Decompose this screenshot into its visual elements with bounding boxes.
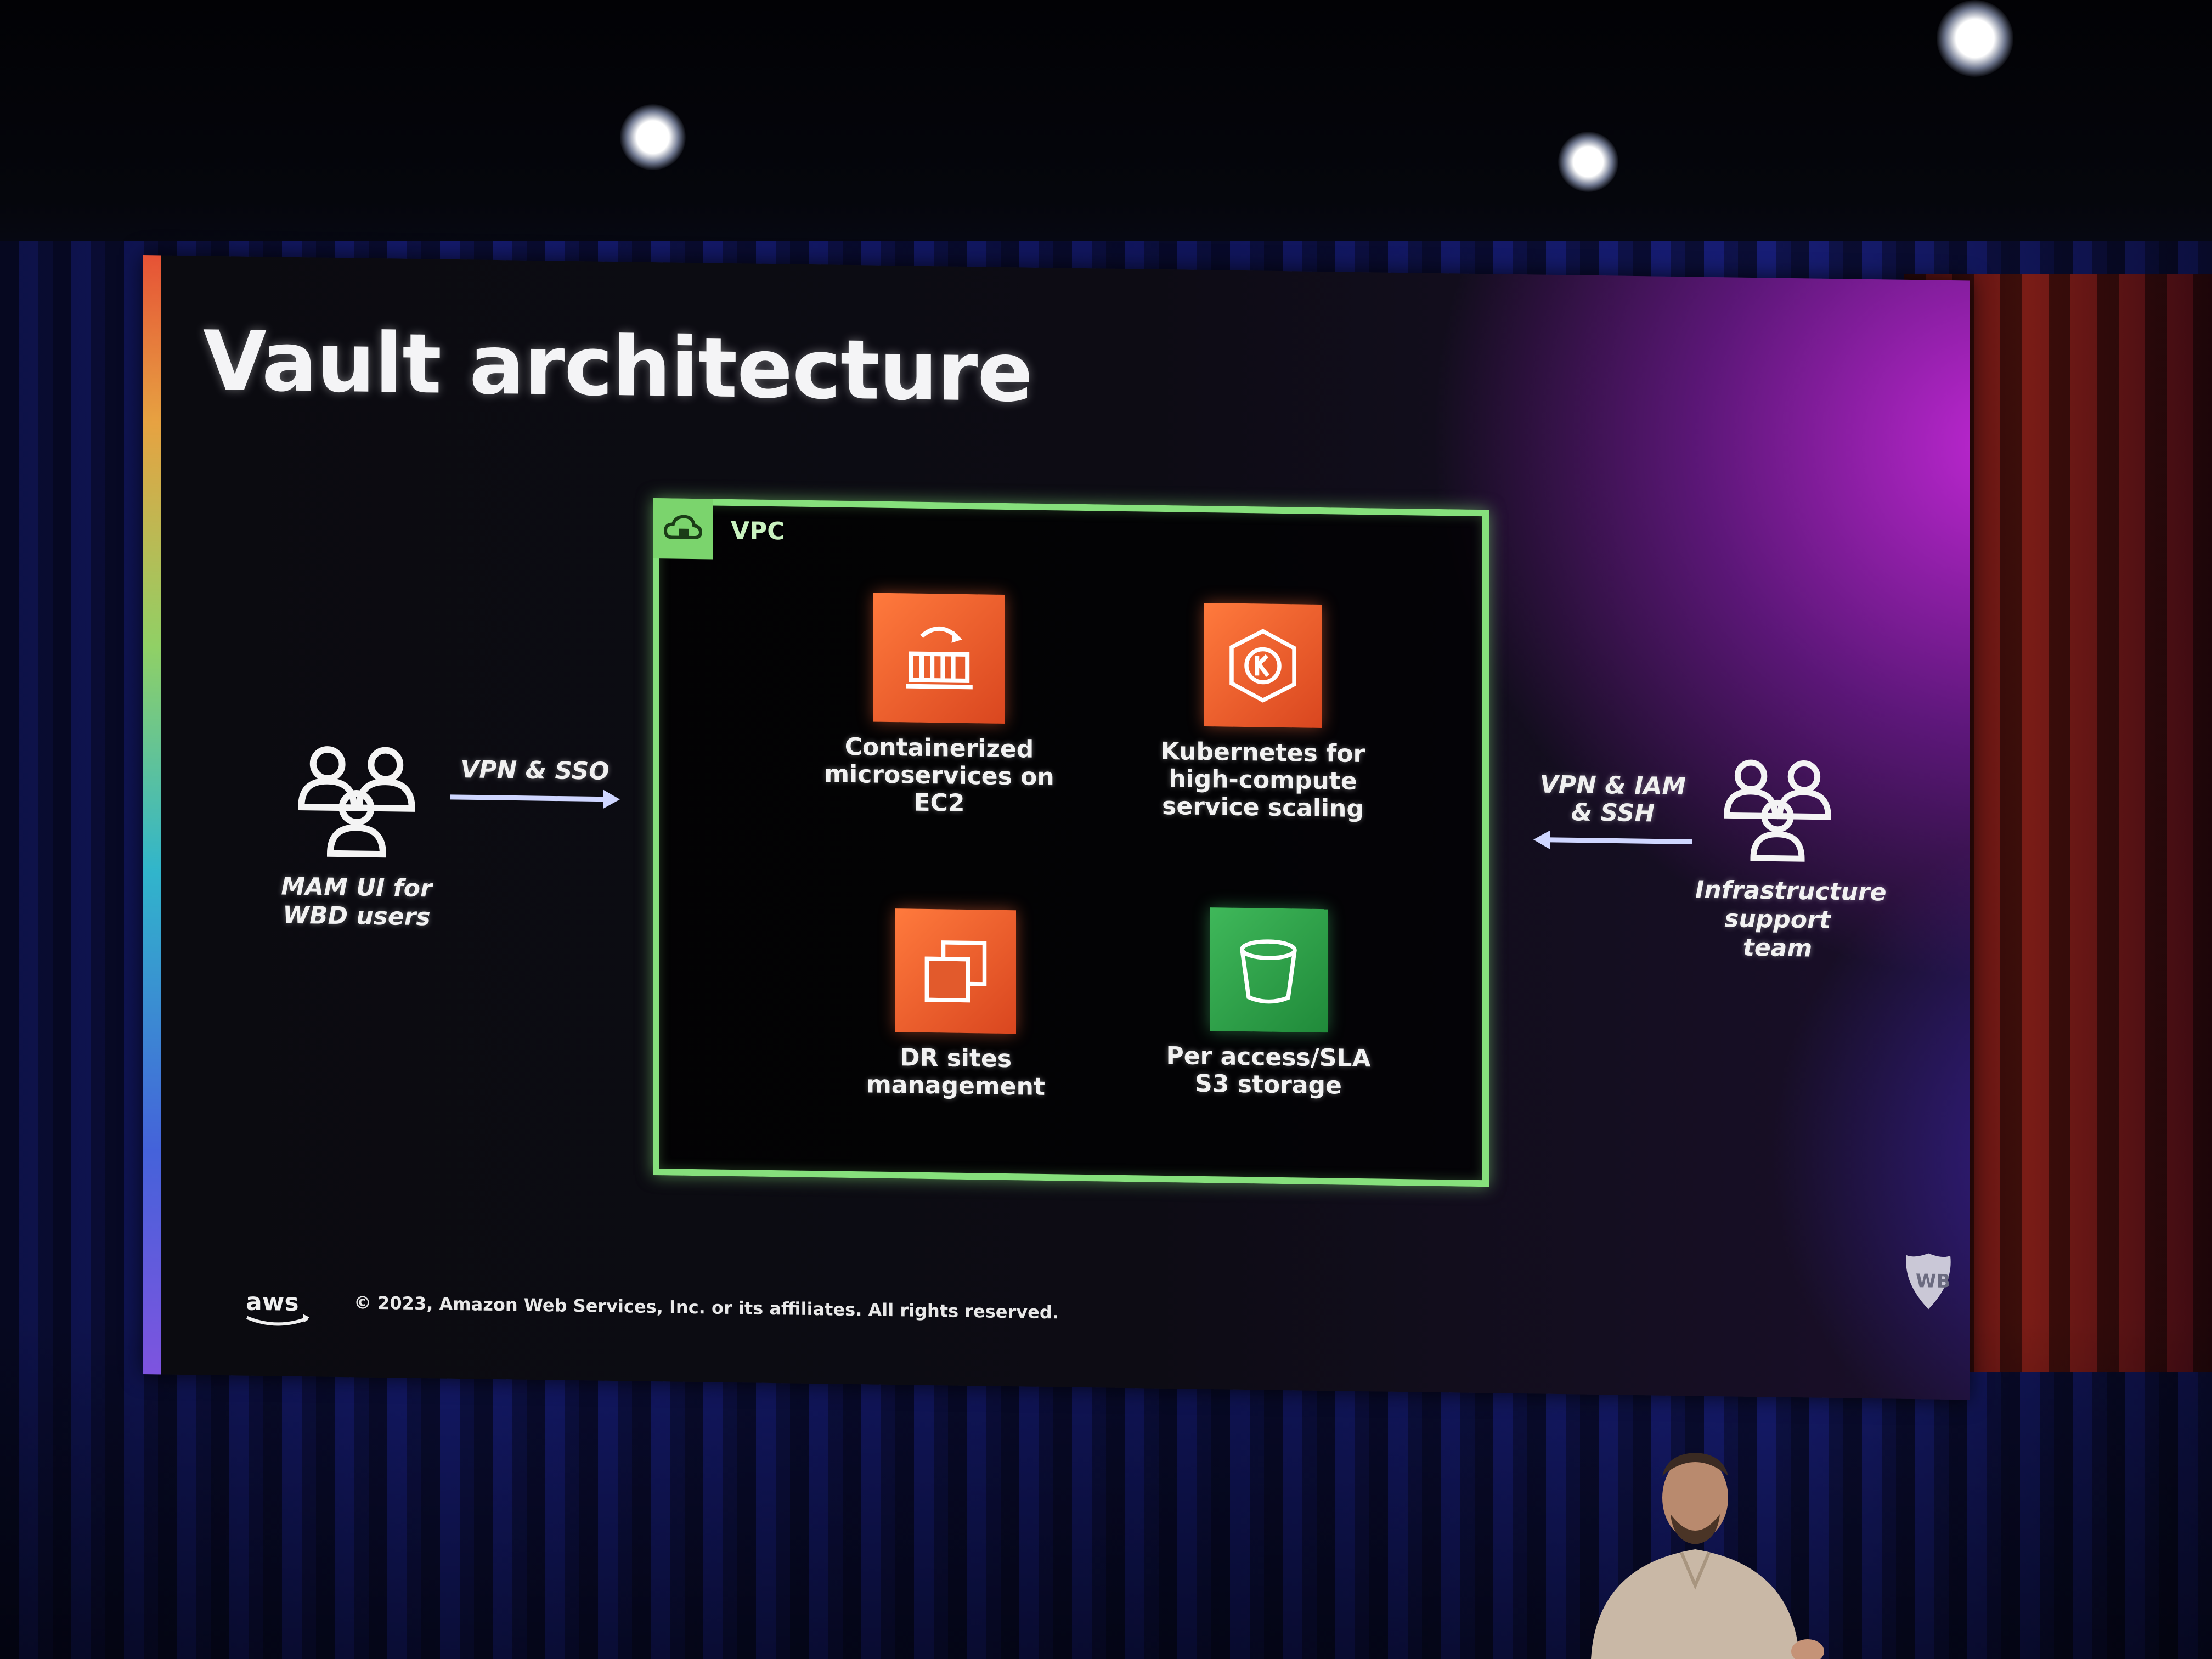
vpc-container: VPC Containerized microservices on EC2: [653, 498, 1489, 1187]
s3-bucket-icon: [1209, 907, 1328, 1033]
stage-ceiling: [0, 0, 2212, 285]
right-actor-label: Infrastructure support team: [1695, 876, 1887, 963]
service-label: DR sites management: [866, 1043, 1045, 1101]
stage-light: [620, 104, 686, 170]
presenter-person: [1591, 1453, 1824, 1659]
right-actor: Infrastructure support team: [1695, 749, 1887, 964]
slide-accent-bar: [143, 255, 161, 1375]
svg-text:WB: WB: [1916, 1270, 1950, 1293]
wb-shield-logo: WB: [1906, 1253, 1951, 1310]
presentation-slide: Vault architecture MAM UI for WBD users …: [143, 255, 1970, 1400]
right-flow-label: VPN & IAM & SSH: [1539, 770, 1686, 828]
service-label: Kubernetes for high-compute service scal…: [1160, 737, 1365, 823]
service-label: Containerized microservices on EC2: [824, 732, 1054, 817]
service-dr-sites: DR sites management: [846, 908, 1065, 1102]
copyright-footer: © 2023, Amazon Web Services, Inc. or its…: [354, 1292, 1059, 1323]
vpc-cloud-badge: [653, 498, 713, 560]
left-flow-label: VPN & SSO: [460, 755, 610, 786]
users-group-icon: [298, 746, 415, 858]
service-label: Per access/SLA S3 storage: [1166, 1042, 1371, 1100]
aws-logo: aws: [246, 1288, 309, 1326]
containers-icon: [873, 592, 1005, 724]
cloud-lock-icon: [663, 515, 703, 540]
arrow-right-icon: [450, 789, 620, 809]
service-s3-storage: Per access/SLA S3 storage: [1148, 907, 1389, 1101]
kubernetes-icon: [1204, 603, 1322, 729]
stage-light: [1558, 132, 1618, 192]
service-kubernetes: Kubernetes for high-compute service scal…: [1148, 602, 1378, 823]
slide-title: Vault architecture: [203, 313, 1033, 421]
users-group-icon: [1724, 759, 1831, 862]
left-actor: MAM UI for WBD users: [280, 734, 433, 932]
left-actor-label: MAM UI for WBD users: [281, 872, 432, 932]
ec2-instances-icon: [895, 909, 1016, 1034]
stage-light: [1937, 0, 2013, 77]
service-containerized-ec2: Containerized microservices on EC2: [824, 592, 1054, 819]
vpc-label: VPC: [731, 516, 785, 546]
right-flow: VPN & IAM & SSH: [1525, 771, 1701, 857]
left-flow: VPN & SSO: [444, 755, 625, 816]
svg-text:aws: aws: [246, 1288, 299, 1317]
arrow-left-icon: [1533, 830, 1692, 849]
